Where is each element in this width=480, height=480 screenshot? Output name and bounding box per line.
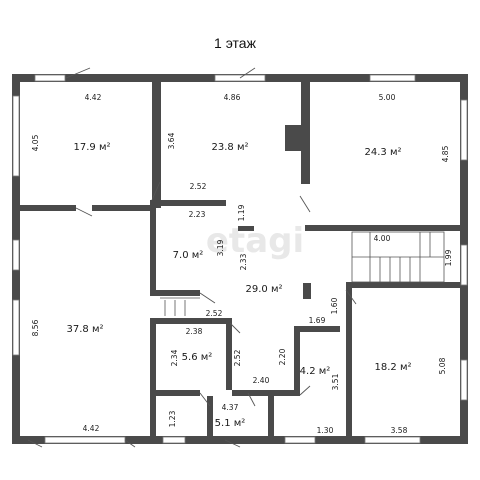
dim-label: 1.23 xyxy=(168,410,177,427)
dim-label: 3.51 xyxy=(331,373,340,390)
dim-label: 8.56 xyxy=(31,319,40,336)
room-r1: 17.9 м² 4.42 4.05 xyxy=(31,93,111,153)
dim-label: 2.38 xyxy=(186,327,203,336)
dim-label: 2.20 xyxy=(278,348,287,365)
dim-label: 4.42 xyxy=(85,93,102,102)
dim-label: 1.19 xyxy=(237,204,246,221)
room-area: 4.2 м² xyxy=(300,366,331,377)
room-area: 5.6 м² xyxy=(182,352,213,363)
room-r9: 18.2 м² 5.08 3.58 xyxy=(375,357,448,435)
windows xyxy=(12,74,468,444)
watermark: etagi xyxy=(206,221,304,261)
room-area: 23.8 м² xyxy=(212,142,249,153)
dim-label: 4.86 xyxy=(224,93,241,102)
room-r6: 37.8 м² 8.56 4.42 xyxy=(31,319,104,433)
room-r8: 4.2 м² 2.20 2.40 3.51 xyxy=(253,348,340,390)
dim-label: 5.00 xyxy=(379,93,396,102)
room-area: 17.9 м² xyxy=(74,142,111,153)
room-area: 5.1 м² xyxy=(215,418,246,429)
dim-label: 4.85 xyxy=(441,145,450,162)
room-r2: 23.8 м² 4.86 3.64 2.52 xyxy=(167,93,249,191)
room-stairs: 4.00 1.99 xyxy=(374,234,453,266)
dim-label: 5.08 xyxy=(438,357,447,374)
dim-label: 4.37 xyxy=(222,403,239,412)
room-area: 18.2 м² xyxy=(375,362,412,373)
dim-label: 4.42 xyxy=(83,424,100,433)
dim-label: 2.52 xyxy=(190,182,207,191)
dim-label: 1.99 xyxy=(444,249,453,266)
room-r5: 29.0 м² 2.33 2.52 1.60 1.69 xyxy=(206,253,339,325)
dim-label: 2.34 xyxy=(170,349,179,366)
room-r10: 5.1 м² 4.37 1.23 1.30 xyxy=(168,403,334,435)
room-r3: 24.3 м² 5.00 4.85 xyxy=(365,93,451,162)
plan-title: 1 этаж xyxy=(214,35,257,51)
room-area: 29.0 м² xyxy=(246,284,283,295)
dim-label: 4.05 xyxy=(31,134,40,151)
dim-label: 2.52 xyxy=(206,309,223,318)
dim-label: 2.23 xyxy=(189,210,206,219)
dim-label: 1.30 xyxy=(317,426,334,435)
staircase xyxy=(160,231,445,316)
dim-label: 1.69 xyxy=(309,316,326,325)
dim-label: 3.64 xyxy=(167,132,176,149)
dim-label: 3.58 xyxy=(391,426,408,435)
dim-label: 4.00 xyxy=(374,234,391,243)
dim-label: 1.60 xyxy=(330,297,339,314)
room-r4: 7.0 м² 2.23 3.19 1.19 xyxy=(173,204,246,261)
room-r7: 5.6 м² 2.38 2.34 2.52 xyxy=(170,327,242,366)
dim-label: 2.33 xyxy=(239,253,248,270)
dim-label: 2.52 xyxy=(233,349,242,366)
doors xyxy=(27,67,357,448)
room-area: 7.0 м² xyxy=(173,250,204,261)
room-area: 24.3 м² xyxy=(365,147,402,158)
dim-label: 2.40 xyxy=(253,376,270,385)
interior-walls xyxy=(16,80,465,440)
room-area: 37.8 м² xyxy=(67,324,104,335)
dim-label: 3.19 xyxy=(216,239,225,256)
